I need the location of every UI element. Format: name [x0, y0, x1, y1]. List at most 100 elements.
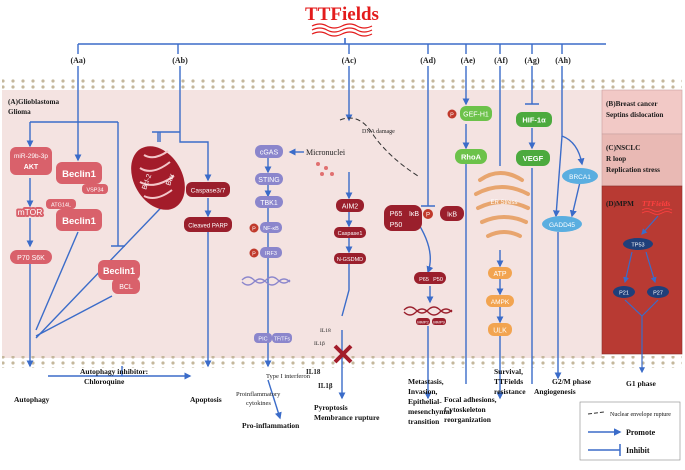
legend: Nuclear envelope rupture Promote Inhibit [579, 401, 681, 461]
svg-text:P50: P50 [433, 277, 443, 283]
gefh1-node: P GEF-H1 [447, 106, 492, 121]
p21-node: P21 [613, 286, 635, 298]
metastasis-3: Epithelial- [408, 397, 442, 406]
distribution-bar [78, 38, 606, 45]
beclin-bcl-node: Beclin1 BCL [98, 260, 140, 294]
proinflam-outcome: Pro-inflammation [242, 421, 300, 430]
svg-text:ULK: ULK [493, 328, 507, 335]
svg-text:MMP9: MMP9 [433, 320, 445, 325]
title-wave-icon [311, 23, 373, 37]
apoptosis-outcome: Apoptosis [190, 395, 222, 404]
focal-2: Cytoskeleton [444, 405, 486, 414]
g1-outcome: G1 phase [626, 379, 656, 388]
mpm-arrow-in [641, 215, 659, 235]
tp53-node: TP53 [623, 238, 653, 250]
inhibitor-line2: Chloroquine [84, 377, 125, 386]
svg-text:NF-κB: NF-κB [263, 226, 279, 232]
svg-text:TBK1: TBK1 [260, 200, 278, 207]
svg-text:cGAS: cGAS [260, 150, 279, 157]
svg-text:RhoA: RhoA [461, 153, 482, 162]
focal-1: Focal adhesions, [444, 395, 497, 404]
svg-text:PIC: PIC [258, 337, 267, 343]
svg-text:AMPK: AMPK [491, 299, 510, 306]
branch-label-ae: (Ae) [461, 56, 476, 65]
pyroptosis-outcome-2: Membrance rupture [314, 413, 380, 422]
caspase37-node: Caspase3/7 [186, 182, 230, 197]
mpm-arrow-p27 [645, 251, 657, 284]
svg-text:P21: P21 [619, 291, 629, 297]
il18-label: IL18 [320, 328, 331, 334]
il18-out-label: IL18 [306, 368, 321, 376]
branch-label-ag: (Ag) [524, 56, 539, 65]
svg-text:ATG14L: ATG14L [51, 203, 71, 209]
aa-inhibit-beclin [111, 122, 125, 247]
panel-nsclc-sub2: Replication stress [606, 166, 660, 174]
panel-nsclc [601, 133, 683, 187]
panel-nsclc-title: (C)NSCLC [606, 144, 640, 152]
mtor-node: mTOR [16, 205, 45, 219]
tbk1-node: TBK1 [255, 196, 283, 208]
survival-3: resistance [494, 387, 526, 396]
ampk-node: AMPK [486, 295, 514, 307]
svg-text:BRCA1: BRCA1 [569, 174, 591, 181]
mitochondria-icon [131, 146, 185, 210]
panel-nsclc-sub1: R loop [606, 155, 626, 163]
svg-text:TP53: TP53 [631, 243, 644, 249]
panel-breast-sub: Septins dislocation [606, 111, 663, 119]
svg-text:AIM2: AIM2 [342, 204, 358, 211]
svg-text:Beclin1: Beclin1 [103, 266, 135, 276]
aim2-node: AIM2 [336, 199, 364, 212]
bax-label: Bax [165, 172, 176, 186]
beclin-complex-node: Beclin1 VSP34 ATG14L Beclin1 [46, 162, 108, 231]
inhibitor-line1: Autophagy inhibitor: [80, 367, 148, 376]
svg-text:P27: P27 [653, 291, 663, 297]
p27-node: P27 [647, 286, 669, 298]
mmp-node: MMP2 MMP9 [416, 318, 446, 325]
mpm-wave-icon [641, 208, 673, 215]
micronuclei-label: Micronuclei [306, 148, 346, 157]
svg-text:IκB: IκB [409, 211, 419, 218]
svg-text:P50: P50 [390, 222, 403, 229]
gadd45-node: GADD45 [542, 216, 582, 232]
svg-text:Caspase3/7: Caspase3/7 [191, 188, 226, 195]
angio-outcome: Angiogenesis [534, 387, 576, 396]
panel-mpm-title: (D)MPM [606, 200, 634, 208]
svg-text:Cleaved PARP: Cleaved PARP [188, 224, 228, 230]
ad-inhibit [421, 66, 435, 207]
ab-inhibit-mito [152, 131, 180, 142]
brca1-node: BRCA1 [562, 168, 598, 184]
panel-breast-title: (B)Breast cancer [606, 100, 658, 108]
mpm-arrow-p21 [623, 251, 633, 284]
atp-node: ATP [488, 267, 512, 279]
autophagy-outcome: Autophagy [14, 395, 50, 404]
rhoa-node: RhoA [455, 149, 487, 164]
branch-label-af: (Af) [494, 56, 508, 65]
svg-text:AKT: AKT [24, 164, 39, 171]
svg-text:IRF3: IRF3 [265, 251, 277, 257]
metastasis-1: Metastasis, [408, 377, 444, 386]
g2m-outcome: G2/M phase [552, 377, 592, 386]
svg-text:P65: P65 [419, 277, 429, 283]
pore-icon [333, 344, 353, 364]
svg-text:GEF-H1: GEF-H1 [463, 112, 489, 119]
svg-text:STING: STING [258, 177, 279, 184]
branch-label-aa: (Aa) [70, 56, 85, 65]
proinflam-c-1: Proinflammatory [236, 391, 281, 398]
branch-label-ab: (Ab) [172, 56, 188, 65]
branch-label-ad: (Ad) [420, 56, 436, 65]
p65-p50-ikb-complex: P65 P50 IκB P IκB [384, 205, 464, 231]
hif-node: HIF-1α [516, 112, 552, 127]
vegf-node: VEGF [516, 150, 550, 166]
legend-promote: Promote [626, 428, 656, 437]
mpm-ttfields-label: TTFields [642, 199, 670, 208]
il1b-label: IL1β [314, 341, 325, 347]
svg-text:ATP: ATP [493, 271, 506, 278]
proinflam-c-2: cytokines [246, 400, 271, 407]
ngsdmd-node: N-GSDMD [334, 253, 366, 264]
type1-outcome: Type I interferon [266, 373, 311, 380]
cleaved-parp-node: Cleaved PARP [184, 217, 232, 232]
micronuclei-dots-icon [316, 162, 334, 176]
branch-connectors [77, 44, 563, 54]
